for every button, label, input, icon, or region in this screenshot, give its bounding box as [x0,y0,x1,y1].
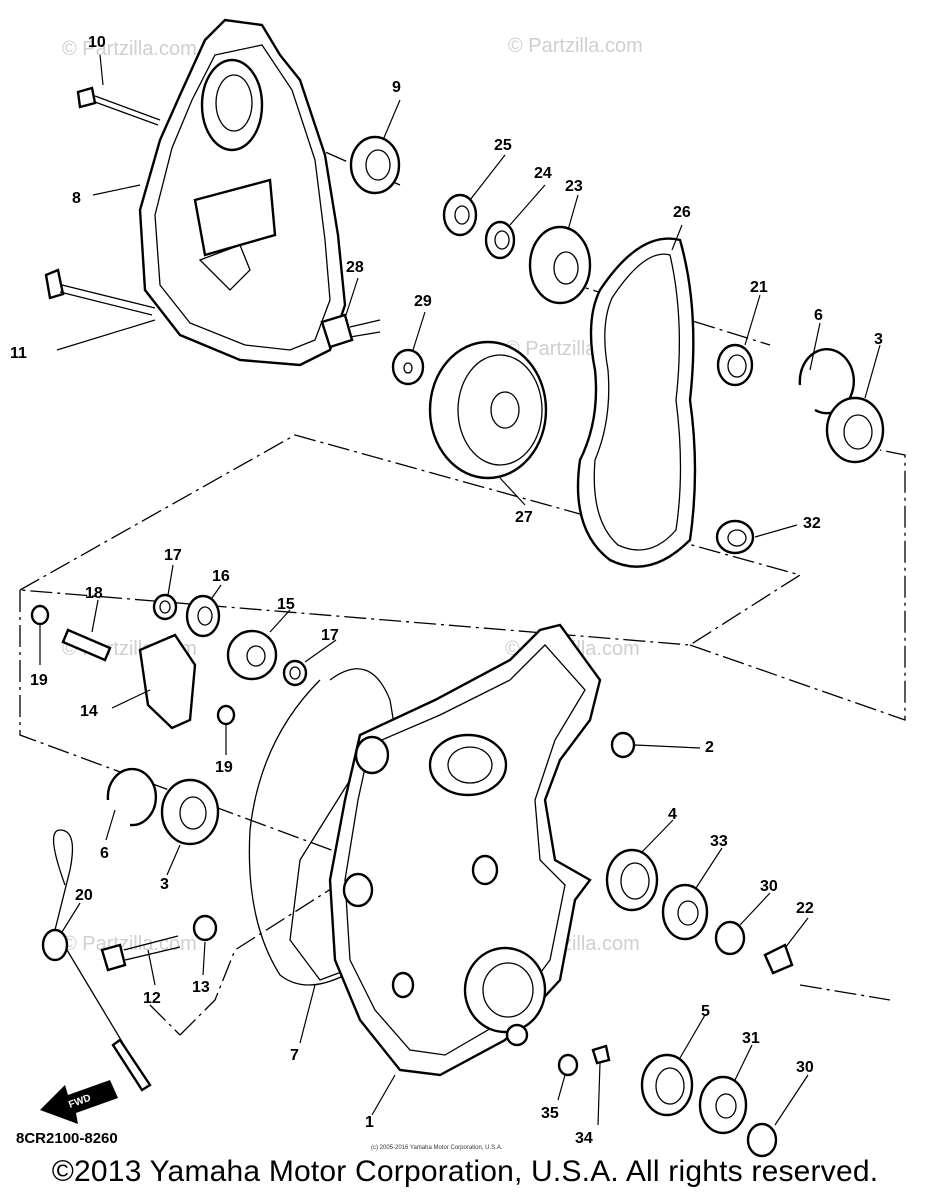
callout-14: 14 [80,703,98,720]
callout-26: 26 [673,204,691,221]
part-27-sprocket [428,340,548,480]
diagram-code: 8CR2100-8260 [16,1130,118,1147]
part-3-bearing-top [825,396,885,464]
small-notice: (c) 2005-2016 Yamaha Motor Corporation, … [371,1145,503,1151]
part-16-bearing [185,594,221,638]
callout-16: 16 [212,568,230,585]
part-23-sprocket [528,225,592,305]
callout-1: 1 [365,1114,374,1131]
part-29-washer [391,348,425,386]
watermark-1: © Partzilla.com [62,38,197,60]
part-21-spacer [716,343,754,387]
callout-22: 22 [796,900,814,917]
part-34-bolt [591,1044,611,1065]
part-24-washer [484,220,516,260]
part-8-chaincase-cover [138,18,347,367]
part-5-seal [640,1053,694,1117]
part-32-seal [715,519,755,555]
callout-2: 2 [705,739,714,756]
callout-7: 7 [290,1047,299,1064]
callout-17-top: 17 [164,547,182,564]
callout-5: 5 [701,1003,710,1020]
part-30-circlip-b [746,1122,778,1158]
watermark-7: © Partzilla.com [62,933,197,955]
callout-11: 11 [10,345,27,362]
callout-17-low: 17 [321,627,339,644]
part-33-bearing [661,883,709,941]
callout-12: 12 [143,990,161,1007]
part-25-spacer [442,193,478,237]
callout-9: 9 [392,79,401,96]
part-12-bolt [100,935,181,972]
callout-30-a: 30 [760,878,778,895]
part-19-clip-b [216,704,236,726]
callout-6-low: 6 [100,845,109,862]
callout-8: 8 [72,190,81,207]
callout-24: 24 [534,165,552,182]
part-10-bolt [76,86,161,126]
copyright-notice: ©2013 Yamaha Motor Corporation, U.S.A. A… [51,1155,879,1188]
part-13-collar [192,914,218,942]
callout-23: 23 [565,178,583,195]
fwd-arrow: FWD [40,1080,118,1124]
part-1-chaincase [328,623,602,1077]
callout-33: 33 [710,833,728,850]
callout-19-low: 19 [215,759,233,776]
callout-15: 15 [277,596,295,613]
callout-25: 25 [494,137,512,154]
watermark-2: © Partzilla.com [508,35,643,57]
part-22-plug [763,943,794,975]
callout-10: 10 [88,34,106,51]
callout-27: 27 [515,509,533,526]
callout-19-left: 19 [30,672,48,689]
callout-3-low: 3 [160,876,169,893]
part-30-circlip-a [714,920,746,956]
callout-6-top: 6 [814,307,823,324]
part-28-bolt [320,313,381,349]
callout-4: 4 [668,806,677,823]
callouts: 1 2 3 3 4 5 6 6 7 8 9 10 11 12 13 14 15 … [10,34,883,1147]
callout-18: 18 [85,585,103,602]
part-6-circlip-low [106,767,158,827]
part-2-nut [610,731,636,759]
part-3-bearing-low [160,778,220,846]
part-35-washer [557,1053,579,1077]
part-11-bolt [44,268,156,316]
part-20-dipstick [41,829,152,1092]
part-9-bearing [349,135,401,195]
callout-3-top: 3 [874,331,883,348]
part-17-washer-b [282,659,308,687]
callout-32: 32 [803,515,821,532]
callout-28: 28 [346,259,364,276]
part-31-bearing [698,1075,748,1135]
part-17-washer-a [152,593,178,621]
callout-13: 13 [192,979,210,996]
part-14-tensioner-arm [138,633,197,730]
callout-35: 35 [541,1105,559,1122]
part-15-roller [226,629,278,681]
callout-20: 20 [75,887,93,904]
part-26-chain [576,237,697,568]
part-4-seal [605,848,659,912]
part-19-clip-a [30,604,50,626]
leader-lines [39,54,881,1126]
callout-29: 29 [414,293,432,310]
callout-34: 34 [575,1130,593,1147]
part-18-shaft [61,628,112,662]
callout-21: 21 [750,279,768,296]
callout-30-b: 30 [796,1059,814,1076]
part-7-gasket [248,668,396,986]
callout-31: 31 [742,1030,760,1047]
